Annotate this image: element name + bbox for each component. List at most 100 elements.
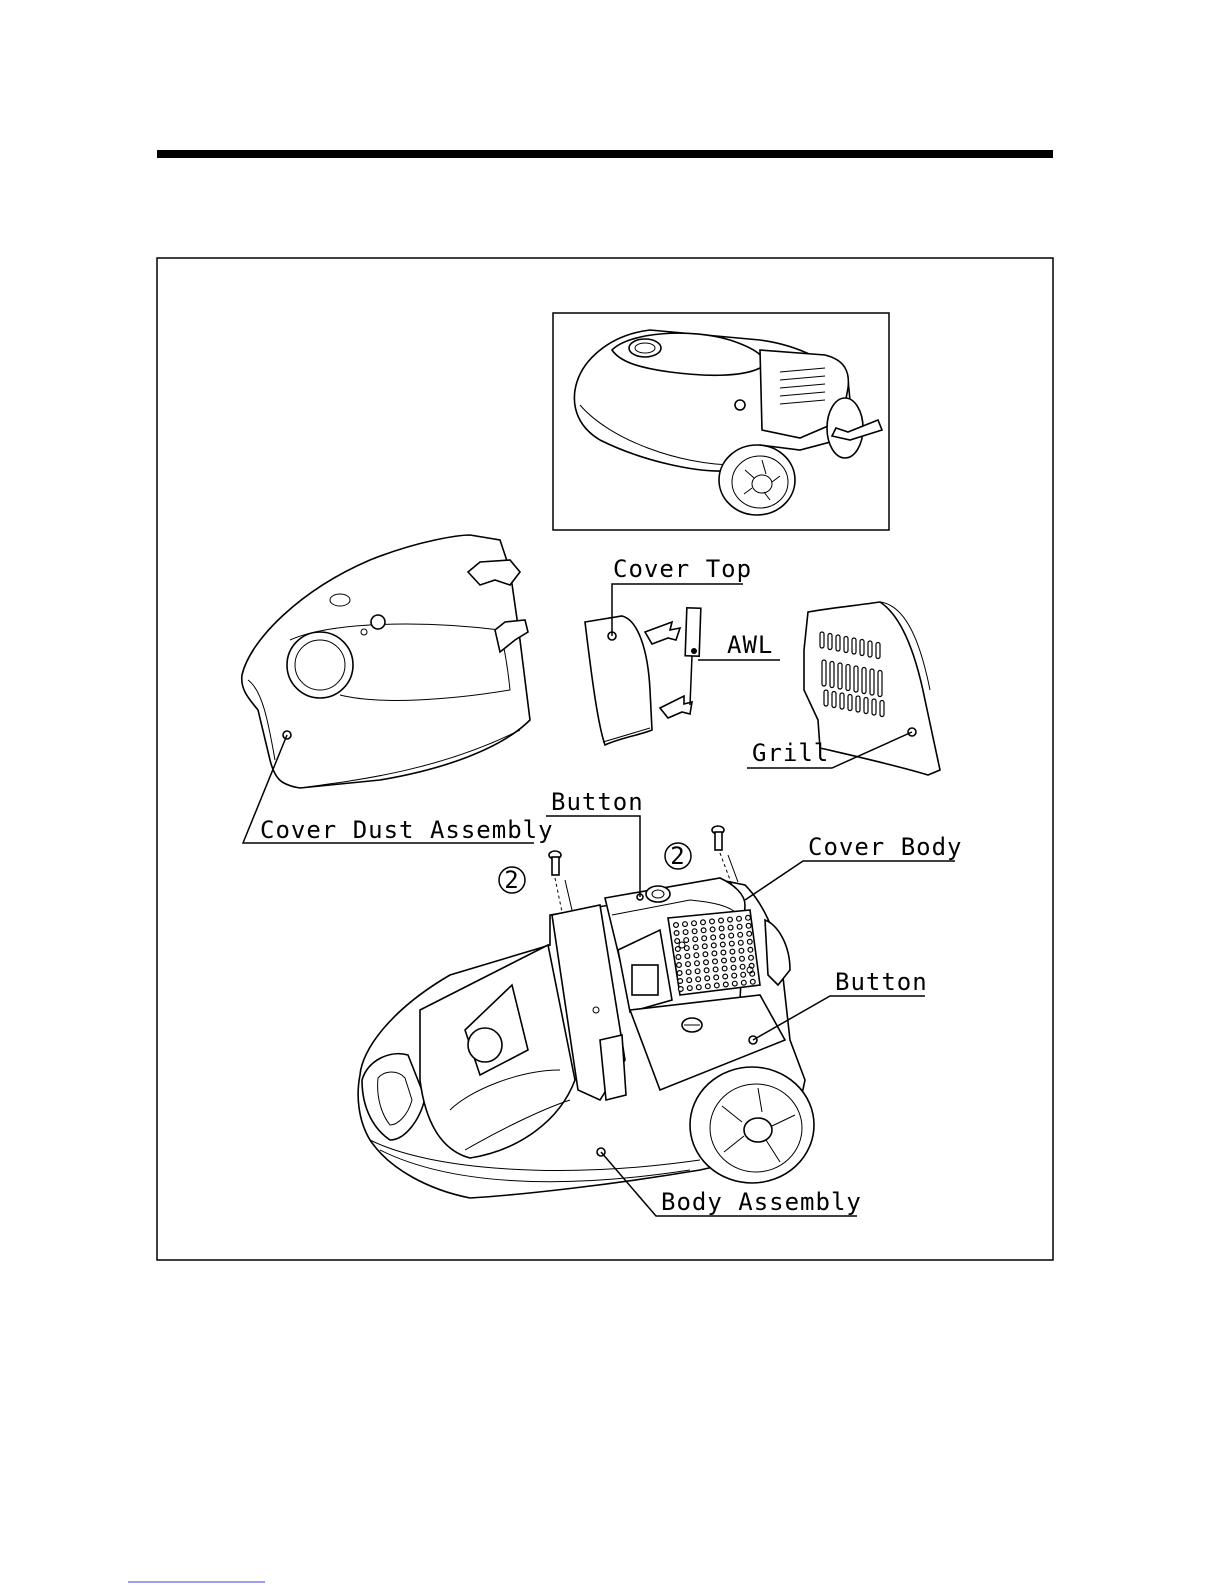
grill-slot bbox=[860, 640, 864, 656]
grill-slot bbox=[844, 637, 848, 653]
grill-slot bbox=[854, 666, 858, 692]
mesh-hole bbox=[702, 936, 707, 941]
mesh-hole bbox=[674, 931, 679, 936]
mesh-hole bbox=[721, 950, 726, 955]
label-awl: AWL bbox=[727, 631, 773, 659]
mesh-hole bbox=[703, 952, 708, 957]
mesh-hole bbox=[739, 948, 744, 953]
grill-slot bbox=[870, 669, 874, 695]
label-button-side: Button bbox=[835, 968, 928, 996]
grill-slot bbox=[878, 671, 882, 697]
grill-slot bbox=[822, 660, 826, 686]
mesh-hole bbox=[748, 947, 753, 952]
mesh-hole bbox=[747, 939, 752, 944]
mesh-hole bbox=[677, 963, 682, 968]
grill-slot bbox=[824, 690, 828, 706]
mesh-hole bbox=[731, 965, 736, 970]
grill-slot bbox=[852, 638, 856, 654]
mesh-hole bbox=[740, 964, 745, 969]
cover-top-part bbox=[585, 616, 692, 745]
body-assembly-part bbox=[358, 878, 814, 1198]
mesh-hole bbox=[728, 925, 733, 930]
screw-left bbox=[549, 851, 572, 912]
mesh-hole bbox=[677, 971, 682, 976]
mesh-hole bbox=[714, 975, 719, 980]
screw-right bbox=[712, 826, 738, 885]
mesh-hole bbox=[684, 938, 689, 943]
label-grill: Grill bbox=[752, 739, 829, 767]
grill-slot bbox=[830, 662, 834, 688]
cover-dust-assembly-part bbox=[242, 535, 530, 788]
grill-slot bbox=[846, 665, 850, 691]
grill-slot bbox=[872, 699, 876, 715]
assembled-vacuum-inset bbox=[553, 313, 889, 530]
grill-slot bbox=[848, 695, 852, 711]
mesh-hole bbox=[719, 918, 724, 923]
mesh-hole bbox=[710, 927, 715, 932]
grill-slot bbox=[836, 635, 840, 651]
mesh-hole bbox=[696, 977, 701, 982]
mesh-hole bbox=[701, 928, 706, 933]
mesh-hole bbox=[692, 929, 697, 934]
mesh-hole bbox=[705, 976, 710, 981]
mesh-hole bbox=[692, 921, 697, 926]
mesh-hole bbox=[731, 957, 736, 962]
mesh-hole bbox=[711, 943, 716, 948]
mesh-hole bbox=[737, 924, 742, 929]
mesh-hole bbox=[712, 951, 717, 956]
mesh-hole bbox=[722, 966, 727, 971]
mesh-hole bbox=[683, 930, 688, 935]
mesh-hole bbox=[723, 974, 728, 979]
mesh-hole bbox=[747, 931, 752, 936]
mesh-hole bbox=[714, 983, 719, 988]
mesh-hole bbox=[740, 956, 745, 961]
mesh-hole bbox=[722, 958, 727, 963]
mesh-hole bbox=[676, 955, 681, 960]
qty-left-text: 2 bbox=[504, 866, 519, 894]
mesh-hole bbox=[732, 973, 737, 978]
mesh-hole bbox=[674, 923, 679, 928]
qty-right-text: 2 bbox=[670, 842, 685, 870]
mesh-hole bbox=[729, 933, 734, 938]
mesh-hole bbox=[728, 917, 733, 922]
mesh-hole bbox=[738, 932, 743, 937]
grill-slot bbox=[856, 696, 860, 712]
mesh-hole bbox=[741, 972, 746, 977]
mesh-hole bbox=[738, 940, 743, 945]
mesh-hole bbox=[741, 980, 746, 985]
mesh-hole bbox=[749, 955, 754, 960]
mesh-hole bbox=[683, 922, 688, 927]
mesh-hole bbox=[750, 979, 755, 984]
awl-tool bbox=[685, 608, 701, 705]
mesh-hole bbox=[746, 923, 751, 928]
header-rule bbox=[157, 150, 1053, 158]
grill-slot bbox=[828, 634, 832, 650]
label-body-assembly: Body Assembly bbox=[661, 1188, 862, 1216]
mesh-hole bbox=[686, 970, 691, 975]
grill-slot bbox=[840, 693, 844, 709]
mesh-hole bbox=[732, 981, 737, 986]
mesh-hole bbox=[720, 934, 725, 939]
mesh-hole bbox=[687, 986, 692, 991]
mesh-hole bbox=[746, 915, 751, 920]
grill-slot bbox=[838, 663, 842, 689]
mesh-hole bbox=[678, 979, 683, 984]
grill-slot bbox=[862, 668, 866, 694]
grill-slot bbox=[832, 692, 836, 708]
mesh-hole bbox=[705, 984, 710, 989]
mesh-hole bbox=[701, 920, 706, 925]
mesh-hole bbox=[720, 942, 725, 947]
mesh-hole bbox=[693, 945, 698, 950]
mesh-hole bbox=[702, 944, 707, 949]
grill-slot bbox=[864, 698, 868, 714]
mesh-hole bbox=[730, 949, 735, 954]
grill-slot bbox=[868, 641, 872, 657]
mesh-hole bbox=[687, 978, 692, 983]
mesh-hole bbox=[729, 941, 734, 946]
mesh-hole bbox=[678, 987, 683, 992]
label-cover-dust-assembly: Cover Dust Assembly bbox=[260, 816, 554, 844]
mesh-hole bbox=[723, 982, 728, 987]
mesh-hole bbox=[696, 985, 701, 990]
mesh-hole bbox=[704, 960, 709, 965]
mesh-hole bbox=[711, 935, 716, 940]
